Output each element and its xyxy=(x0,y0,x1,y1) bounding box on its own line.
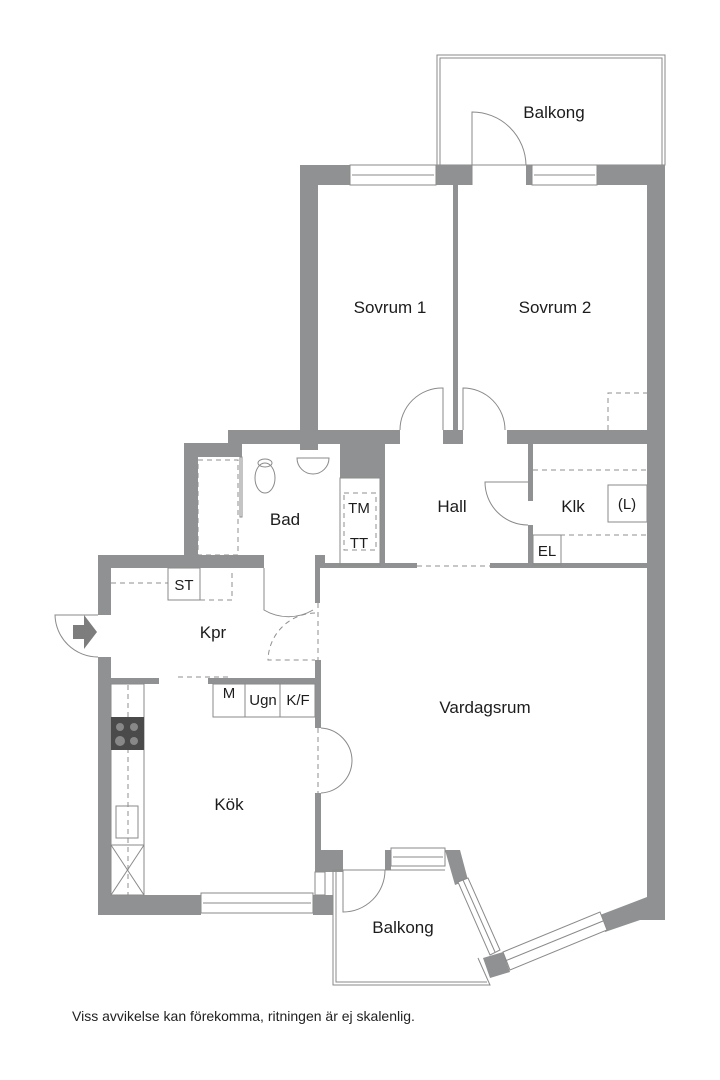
room-label-sovrum1: Sovrum 1 xyxy=(354,298,427,317)
room-label-kpr: Kpr xyxy=(200,623,227,642)
room-label-kok: Kök xyxy=(214,795,244,814)
room-label-sovrum2: Sovrum 2 xyxy=(519,298,592,317)
balcony-bottom xyxy=(332,869,491,986)
room-label-vardagsrum: Vardagsrum xyxy=(439,698,530,717)
room-label-balkong-bottom: Balkong xyxy=(372,918,433,937)
room-label-hall: Hall xyxy=(437,497,466,516)
fixture-kf: K/F xyxy=(286,692,309,709)
fixture-tt: TT xyxy=(350,535,368,552)
fixtures xyxy=(110,456,648,896)
doors xyxy=(54,111,529,913)
room-labels: Balkong Sovrum 1 Sovrum 2 Bad Hall Klk K… xyxy=(174,103,636,937)
dashed-lines xyxy=(111,392,647,895)
walls xyxy=(98,165,665,978)
fixture-el: EL xyxy=(538,543,556,560)
fixture-tm: TM xyxy=(348,500,370,517)
room-label-bad: Bad xyxy=(270,510,300,529)
windows xyxy=(200,164,608,971)
room-label-klk: Klk xyxy=(561,497,585,516)
fixture-ugn: Ugn xyxy=(249,692,277,709)
disclaimer-text: Viss avvikelse kan förekomma, ritningen … xyxy=(72,1008,415,1024)
fixture-m: M xyxy=(223,685,236,702)
fixture-st: ST xyxy=(174,577,193,594)
room-label-balkong-top: Balkong xyxy=(523,103,584,122)
entrance-arrow-icon xyxy=(73,615,97,649)
fixture-l: (L) xyxy=(618,496,636,513)
